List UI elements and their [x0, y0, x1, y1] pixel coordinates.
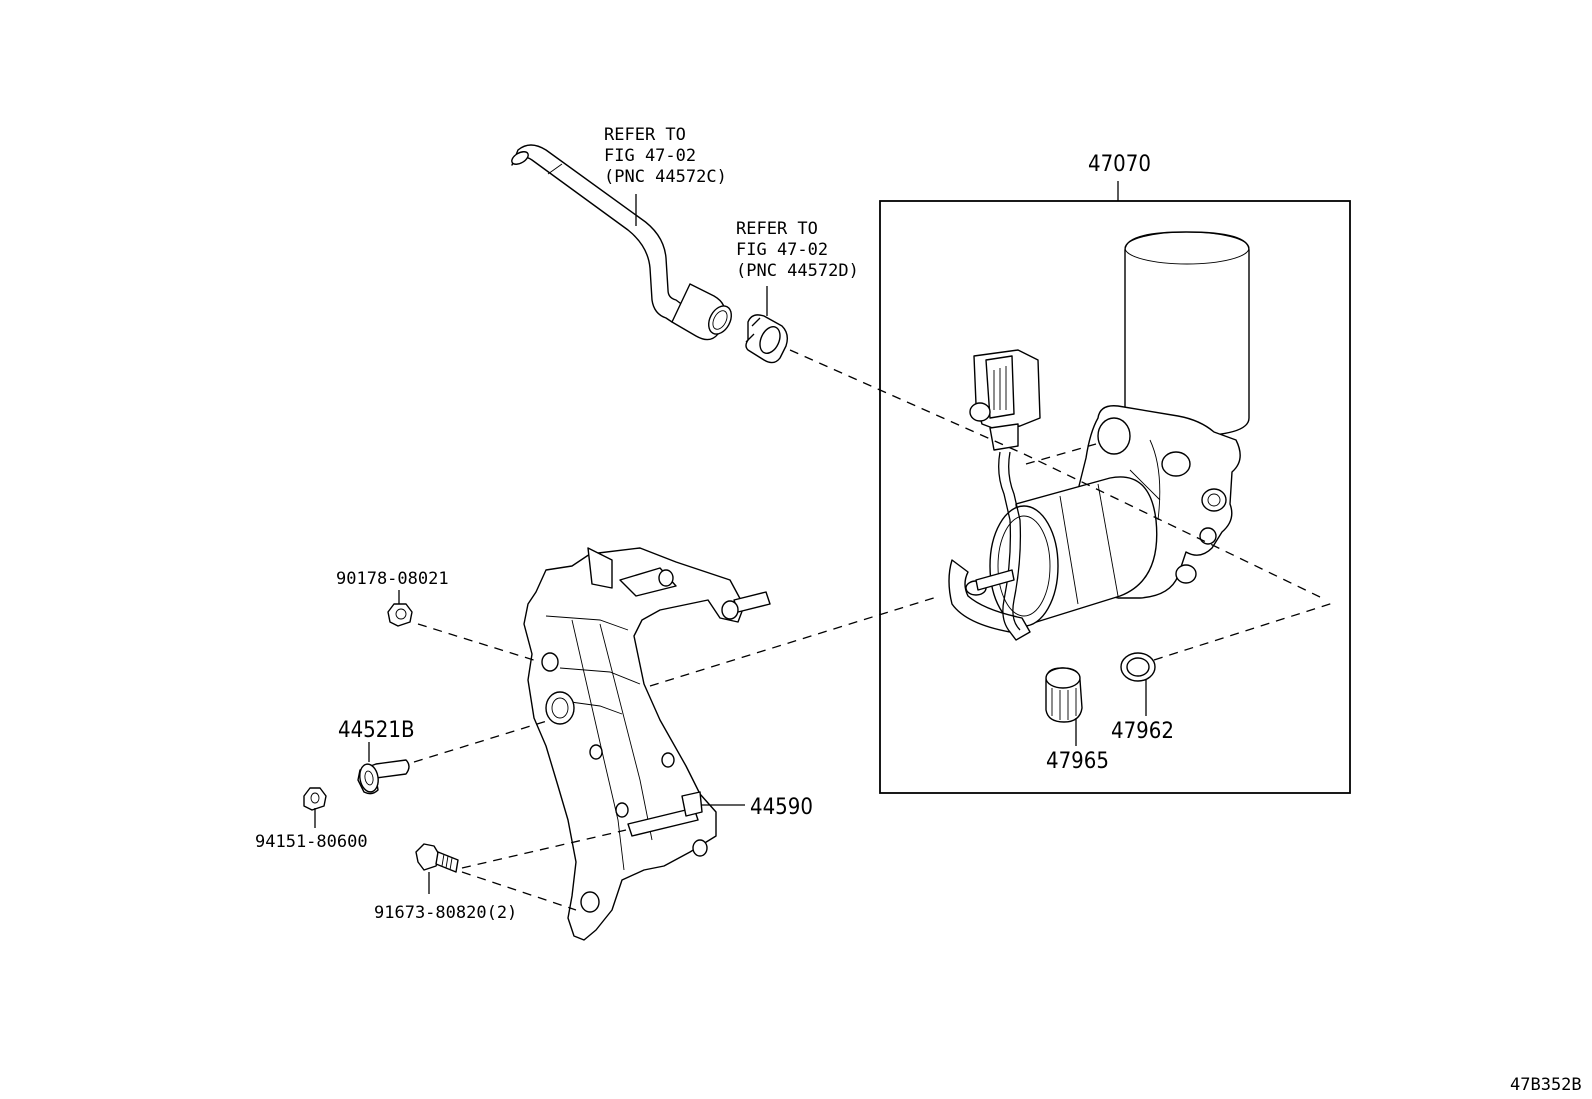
gasket-drawing [1120, 652, 1156, 682]
refer-note-1-line-3: (PNC 44572C) [604, 167, 727, 187]
nut-upper-drawing [387, 603, 413, 627]
part-label-94151-80600: 94151-80600 [255, 832, 368, 852]
clamp-connection-leader [789, 349, 1321, 598]
bolt-drawing [415, 843, 459, 873]
part-label-44521b: 44521B [338, 718, 415, 743]
hose-clamp-drawing [745, 314, 789, 364]
bolt-connection-upper [461, 829, 627, 869]
part-label-44590: 44590 [750, 795, 813, 820]
collar-drawing [357, 759, 410, 795]
bolt-connection-lower [461, 871, 577, 911]
refer-note-2-line-1: REFER TO [736, 219, 818, 239]
gasket-connection-leader [1153, 602, 1334, 661]
assembly-frame [879, 200, 1351, 794]
refer-note-1-line-1: REFER TO [604, 125, 686, 145]
nut-upper-connection [417, 623, 541, 663]
compressor-assembly-drawing [948, 231, 1250, 641]
part-label-90178-08021: 90178-08021 [336, 569, 449, 589]
collar-connection [413, 719, 551, 763]
diagram-id: 47B352B [1510, 1075, 1582, 1095]
part-label-47965: 47965 [1046, 749, 1109, 774]
hose-pipe-drawing [511, 144, 732, 341]
part-label-91673-80820: 91673-80820(2) [374, 903, 517, 923]
refer-note-2-line-3: (PNC 44572D) [736, 261, 859, 281]
nut-lower-drawing [303, 787, 327, 811]
part-label-47070: 47070 [1088, 152, 1151, 177]
filter-drawing [1045, 667, 1083, 723]
compressor-side-leader [1025, 443, 1097, 465]
bracket-to-compressor-leader [649, 595, 941, 687]
refer-note-2-line-2: FIG 47-02 [736, 240, 828, 260]
bracket-drawing [523, 547, 771, 941]
part-label-47962: 47962 [1111, 719, 1174, 744]
refer-note-1-line-2: FIG 47-02 [604, 146, 696, 166]
